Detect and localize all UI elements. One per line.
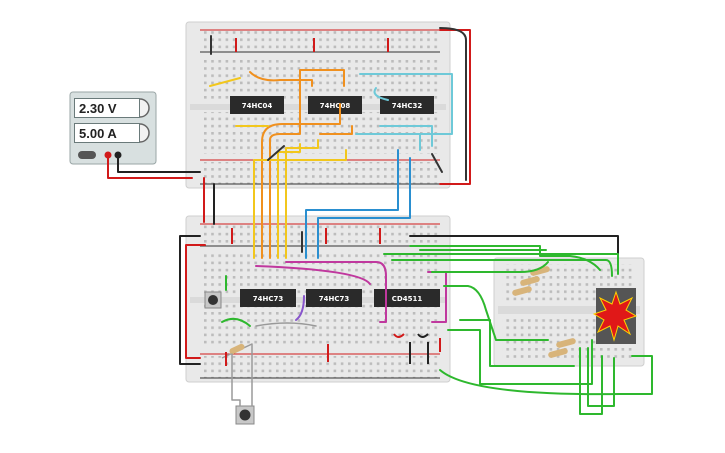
current-readout: 5.00 A xyxy=(74,123,140,143)
rail-jumpers xyxy=(225,38,441,366)
chip-u5-label: 74HC73 xyxy=(319,295,350,303)
chip-u3-label: 74HC32 xyxy=(392,102,423,110)
pushbutton-2[interactable] xyxy=(235,405,255,425)
chip-u2-label: 74HC08 xyxy=(320,102,351,110)
voltage-readout: 2.30 V xyxy=(74,98,140,118)
chip-u1[interactable]: 74HC04 xyxy=(230,96,284,114)
seven-segment-burnt-icon xyxy=(592,290,638,342)
pushbutton-1[interactable] xyxy=(204,291,222,309)
chip-u1-label: 74HC04 xyxy=(242,102,273,110)
chip-u6[interactable]: CD4511 xyxy=(374,289,440,307)
resistor-array-bottom[interactable] xyxy=(548,338,577,359)
pushbutton-2-icon xyxy=(239,409,251,421)
wires xyxy=(107,27,653,415)
chip-u5[interactable]: 74HC73 xyxy=(306,289,362,307)
power-switch[interactable] xyxy=(78,151,96,159)
pushbutton-icon xyxy=(208,295,218,305)
chip-u2[interactable]: 74HC08 xyxy=(308,96,362,114)
chip-u6-label: CD4511 xyxy=(392,295,423,303)
chip-u3[interactable]: 74HC32 xyxy=(380,96,434,114)
chip-u4[interactable]: 74HC73 xyxy=(240,289,296,307)
chip-u4-label: 74HC73 xyxy=(253,295,284,303)
resistor-array-top[interactable] xyxy=(512,266,551,297)
seven-segment-display[interactable] xyxy=(592,288,638,344)
